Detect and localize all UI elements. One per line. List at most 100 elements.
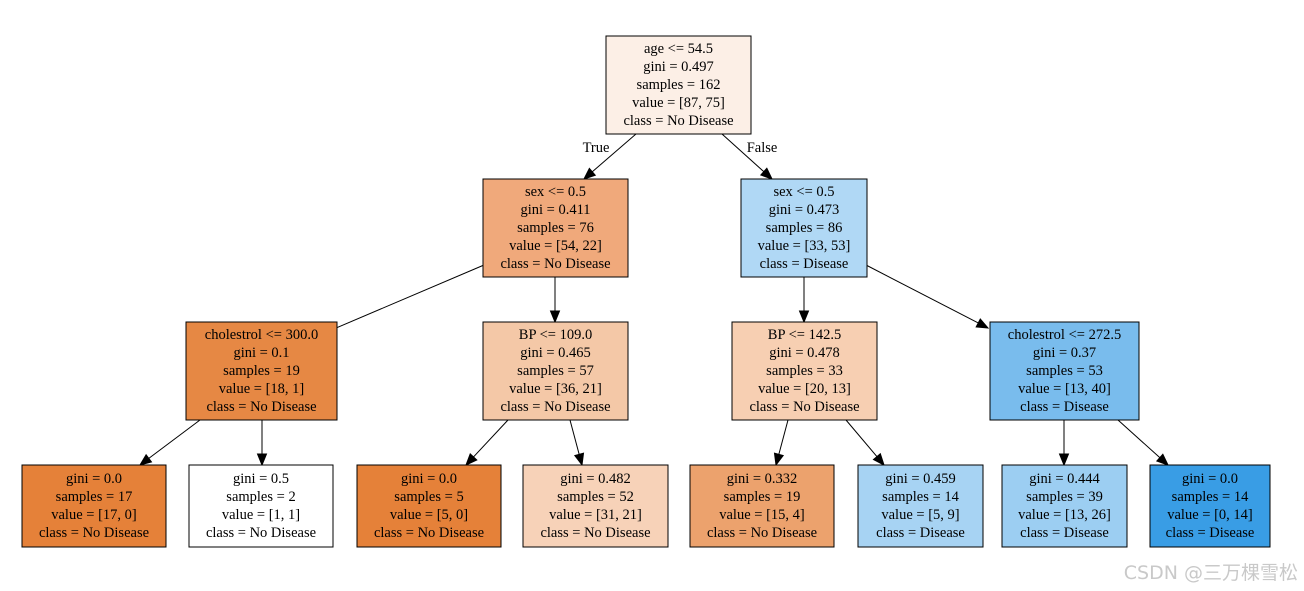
node-text-line: value = [13, 40] — [1018, 381, 1111, 397]
node-text-line: samples = 53 — [1026, 363, 1103, 379]
edge-line — [721, 133, 765, 173]
node-text-line: cholestrol <= 272.5 — [1008, 327, 1121, 343]
node-text-line: class = No Disease — [749, 399, 859, 415]
edge-line — [331, 264, 485, 331]
node-text-line: class = No Disease — [707, 525, 817, 541]
node-text-line: samples = 52 — [557, 489, 634, 505]
node-text-line: gini = 0.497 — [643, 59, 714, 75]
node-text-line: value = [54, 22] — [509, 238, 602, 254]
edge-label: False — [747, 140, 778, 156]
node-text-line: gini = 0.465 — [520, 345, 591, 361]
node-text-line: gini = 0.411 — [520, 202, 590, 218]
edge-n4-n10 — [569, 419, 585, 467]
node-text-line: value = [5, 0] — [390, 507, 468, 523]
node-text-line: gini = 0.0 — [66, 471, 122, 487]
arrowhead-icon — [465, 453, 478, 466]
node-box — [689, 464, 835, 548]
node-text-line: class = Disease — [1020, 525, 1109, 541]
watermark: CSDN @三万棵雪松 — [1123, 562, 1298, 584]
node-text-line: value = [15, 4] — [719, 507, 805, 523]
node-text-line: gini = 0.37 — [1033, 345, 1096, 361]
arrowhead-icon — [975, 318, 990, 329]
node-text-line: samples = 39 — [1026, 489, 1103, 505]
node-box — [482, 321, 629, 421]
edge-line — [845, 419, 878, 457]
node-text-line: value = [20, 13] — [758, 381, 851, 397]
arrowhead-icon — [573, 452, 585, 467]
node-text-line: samples = 86 — [766, 220, 843, 236]
arrowhead-icon — [1155, 453, 1169, 466]
node-text-line: gini = 0.332 — [727, 471, 798, 487]
edge-n2-n5 — [798, 277, 810, 324]
edge-n0-n1: True — [583, 133, 637, 180]
node-box — [188, 464, 334, 548]
arrowhead-icon — [256, 453, 268, 467]
node-box — [356, 464, 502, 548]
node-text-line: samples = 2 — [226, 489, 295, 505]
node-text-line: samples = 57 — [517, 363, 594, 379]
node-text-line: samples = 14 — [1172, 489, 1249, 505]
node-text-line: BP <= 142.5 — [768, 327, 841, 343]
edge-n3-n7 — [138, 419, 201, 466]
node-text-line: samples = 162 — [637, 77, 721, 93]
node-text-line: class = Disease — [760, 256, 849, 272]
node-text-line: samples = 14 — [882, 489, 959, 505]
node-text-line: value = [5, 9] — [881, 507, 959, 523]
edge-n6-n13 — [1058, 420, 1070, 467]
node-text-line: gini = 0.459 — [885, 471, 956, 487]
arrowhead-icon — [583, 167, 597, 180]
node-text-line: cholestrol <= 300.0 — [205, 327, 318, 343]
node-box — [1001, 464, 1128, 548]
node-text-line: samples = 76 — [517, 220, 594, 236]
node-text-line: class = No Disease — [623, 113, 733, 129]
arrowhead-icon — [1058, 453, 1070, 467]
node-text-line: value = [36, 21] — [509, 381, 602, 397]
arrowhead-icon — [798, 310, 810, 324]
node-text-line: value = [31, 21] — [549, 507, 642, 523]
node-text-line: gini = 0.473 — [769, 202, 840, 218]
node-text-line: class = No Disease — [500, 256, 610, 272]
node-text-line: sex <= 0.5 — [773, 184, 834, 200]
edge-n2-n6 — [865, 264, 990, 329]
node-text-line: class = No Disease — [374, 525, 484, 541]
node-text-line: gini = 0.1 — [233, 345, 289, 361]
node-text-line: value = [0, 14] — [1167, 507, 1253, 523]
node-text-line: class = Disease — [1020, 399, 1109, 415]
edge-line — [865, 264, 979, 324]
node-text-line: gini = 0.0 — [401, 471, 457, 487]
edge-line — [778, 419, 789, 455]
edge-n1-n3 — [320, 264, 485, 335]
node-text-line: gini = 0.444 — [1029, 471, 1100, 487]
edge-n5-n12 — [845, 419, 885, 467]
node-text-line: value = [33, 53] — [758, 238, 851, 254]
arrowhead-icon — [872, 452, 885, 467]
edge-label: True — [583, 140, 610, 156]
node-text-line: class = No Disease — [206, 525, 316, 541]
node-box — [989, 321, 1140, 421]
tree-node-n12: gini = 0.459 samples = 14 value = [5, 9] cl… — [857, 464, 984, 548]
node-box — [1149, 464, 1271, 548]
edge-n6-n14 — [1117, 419, 1169, 466]
node-text-line: class = Disease — [876, 525, 965, 541]
node-text-line: gini = 0.5 — [233, 471, 289, 487]
node-text-line: class = No Disease — [39, 525, 149, 541]
edge-n0-n2: False — [721, 133, 778, 180]
node-text-line: class = No Disease — [500, 399, 610, 415]
edge-line — [1117, 419, 1161, 459]
arrowhead-icon — [138, 453, 153, 466]
node-box — [522, 464, 669, 548]
edge-n4-n9 — [465, 419, 509, 466]
edge-n5-n11 — [773, 419, 789, 467]
node-box — [731, 321, 878, 421]
arrowhead-icon — [759, 167, 773, 180]
node-text-line: samples = 19 — [223, 363, 300, 379]
node-box — [605, 35, 752, 135]
